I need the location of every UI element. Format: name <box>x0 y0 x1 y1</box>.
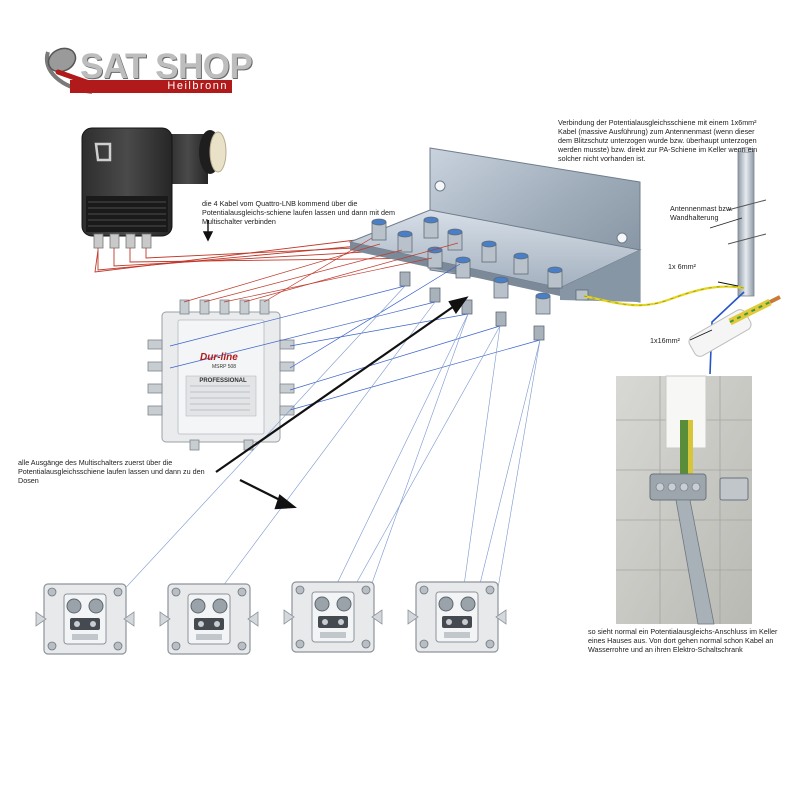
arrow-to-rail <box>215 296 469 473</box>
cable-6mm-label: 1x 6mm² <box>668 262 696 271</box>
multiswitch-brand: Dur-line <box>200 352 238 363</box>
rail-lower-connectors <box>399 271 545 341</box>
multiswitch-model: MSRP 508 <box>212 364 237 370</box>
quattro-lnb-image <box>81 127 227 249</box>
lnb-cable-note: die 4 Kabel vom Quattro-LNB kommend über… <box>202 199 395 226</box>
lnb-grille <box>86 196 168 232</box>
earth-cable-16mm <box>688 291 781 375</box>
basement-connection-note: so sieht normal ein Potentialausgleichs-… <box>588 627 778 654</box>
lnb-to-rail-cables <box>94 237 459 273</box>
arrow-to-sockets <box>239 479 297 510</box>
arrow-lnb-down <box>202 220 214 242</box>
mast-note: Antennenmast bzw. Wandhalterung <box>670 204 733 222</box>
antenna-socket-4 <box>407 581 507 653</box>
basement-photo <box>616 375 752 625</box>
antenna-socket-3 <box>283 581 383 653</box>
multiswitch-output-cables <box>169 263 541 411</box>
inverto-logo-icon <box>94 142 112 162</box>
antenna-socket-2 <box>159 583 259 655</box>
red-cables-to-multiswitch <box>183 237 459 303</box>
rail-f-connectors <box>371 216 589 315</box>
cable-16mm-label: 1x16mm² <box>650 336 680 345</box>
rail-to-socket-cables <box>117 285 541 601</box>
logo-wordmark: SAT SHOP <box>80 47 253 86</box>
antenna-mast <box>709 147 767 297</box>
multiswitch-image <box>147 299 295 451</box>
multiswitch-series: PROFESSIONAL <box>199 378 247 384</box>
earthing-connection-note: Verbindung der Potentialausgleichsschien… <box>558 118 758 163</box>
lnb-connectors <box>93 233 152 249</box>
multiswitch-outputs-note: alle Ausgänge des Multischalters zuerst … <box>18 458 205 485</box>
earth-cable-6mm <box>583 281 745 307</box>
antenna-socket-1 <box>35 583 135 655</box>
logo-subtitle: Heilbronn <box>70 80 232 93</box>
